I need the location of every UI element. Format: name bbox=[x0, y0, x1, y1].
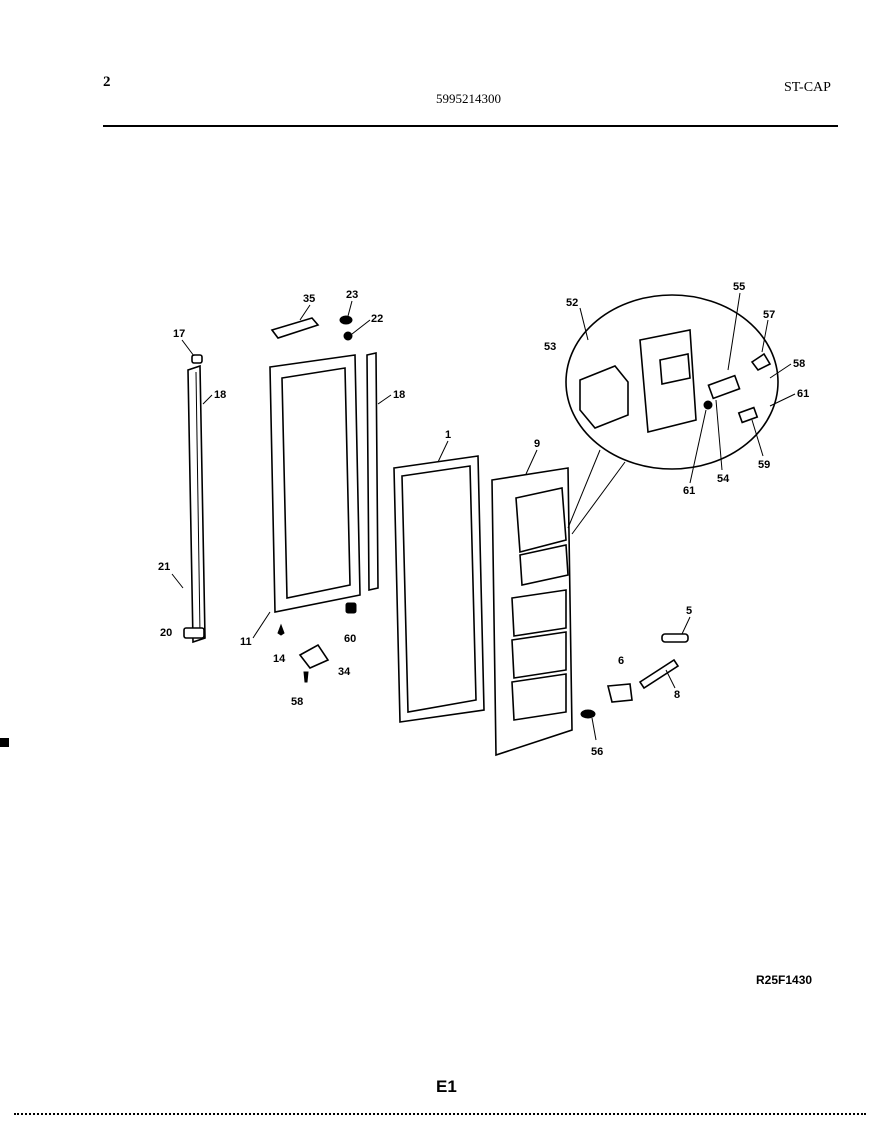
inner-door-panel-9 bbox=[491, 467, 573, 757]
callout-22: 22 bbox=[371, 313, 383, 325]
section-code: ST-CAP bbox=[784, 80, 831, 95]
callout-23: 23 bbox=[346, 289, 358, 301]
bottom-dotted-rule bbox=[14, 1113, 866, 1117]
callout-57: 57 bbox=[763, 309, 775, 321]
sheet-id: E1 bbox=[436, 1077, 457, 1096]
callout-58-detail: 58 bbox=[793, 358, 805, 370]
part-5 bbox=[661, 633, 689, 643]
part-number: 5995214300 bbox=[436, 91, 501, 106]
part-22 bbox=[343, 331, 353, 341]
callout-61-left: 61 bbox=[683, 485, 695, 497]
hinge-35 bbox=[270, 317, 320, 339]
callout-17: 17 bbox=[173, 328, 185, 340]
screw-58 bbox=[303, 671, 309, 683]
callout-5: 5 bbox=[686, 605, 692, 617]
bracket-34 bbox=[298, 643, 330, 669]
page-number: 2 bbox=[103, 74, 111, 90]
callout-21: 21 bbox=[158, 561, 170, 573]
callout-54: 54 bbox=[717, 473, 730, 485]
callout-9: 9 bbox=[534, 438, 540, 450]
callout-58-lower: 58 bbox=[291, 696, 303, 708]
margin-mark bbox=[0, 738, 9, 747]
part-14 bbox=[277, 623, 285, 636]
reference-code: R25F1430 bbox=[756, 973, 813, 987]
callout-56: 56 bbox=[591, 746, 603, 758]
callout-60: 60 bbox=[344, 633, 356, 645]
callout-52: 52 bbox=[566, 297, 578, 309]
door-gasket-1 bbox=[393, 455, 485, 723]
callout-20: 20 bbox=[160, 627, 172, 639]
screw-23 bbox=[339, 315, 353, 325]
callout-35: 35 bbox=[303, 293, 315, 305]
left-trim-strip bbox=[187, 364, 206, 644]
callout-8: 8 bbox=[674, 689, 680, 701]
callout-59: 59 bbox=[758, 459, 770, 471]
callout-18-right: 18 bbox=[393, 389, 405, 401]
part-8 bbox=[638, 658, 680, 690]
door-frame-11 bbox=[269, 354, 361, 613]
header-rule bbox=[103, 125, 838, 127]
part-20 bbox=[183, 627, 205, 639]
clip-17 bbox=[191, 354, 203, 364]
callout-1: 1 bbox=[445, 429, 451, 441]
part-60 bbox=[345, 602, 357, 614]
callout-61-right: 61 bbox=[797, 388, 809, 400]
detail-magnifier bbox=[565, 294, 779, 535]
part-56 bbox=[580, 709, 597, 741]
screw-21 bbox=[171, 573, 184, 589]
callout-6: 6 bbox=[618, 655, 624, 667]
callout-14: 14 bbox=[273, 653, 286, 665]
callout-55: 55 bbox=[733, 281, 745, 293]
callout-34: 34 bbox=[338, 666, 351, 678]
callout-11: 11 bbox=[240, 636, 252, 648]
callout-18-left: 18 bbox=[214, 389, 226, 401]
callout-53: 53 bbox=[544, 341, 556, 353]
right-trim-strip bbox=[366, 352, 379, 591]
part-6 bbox=[606, 683, 633, 703]
